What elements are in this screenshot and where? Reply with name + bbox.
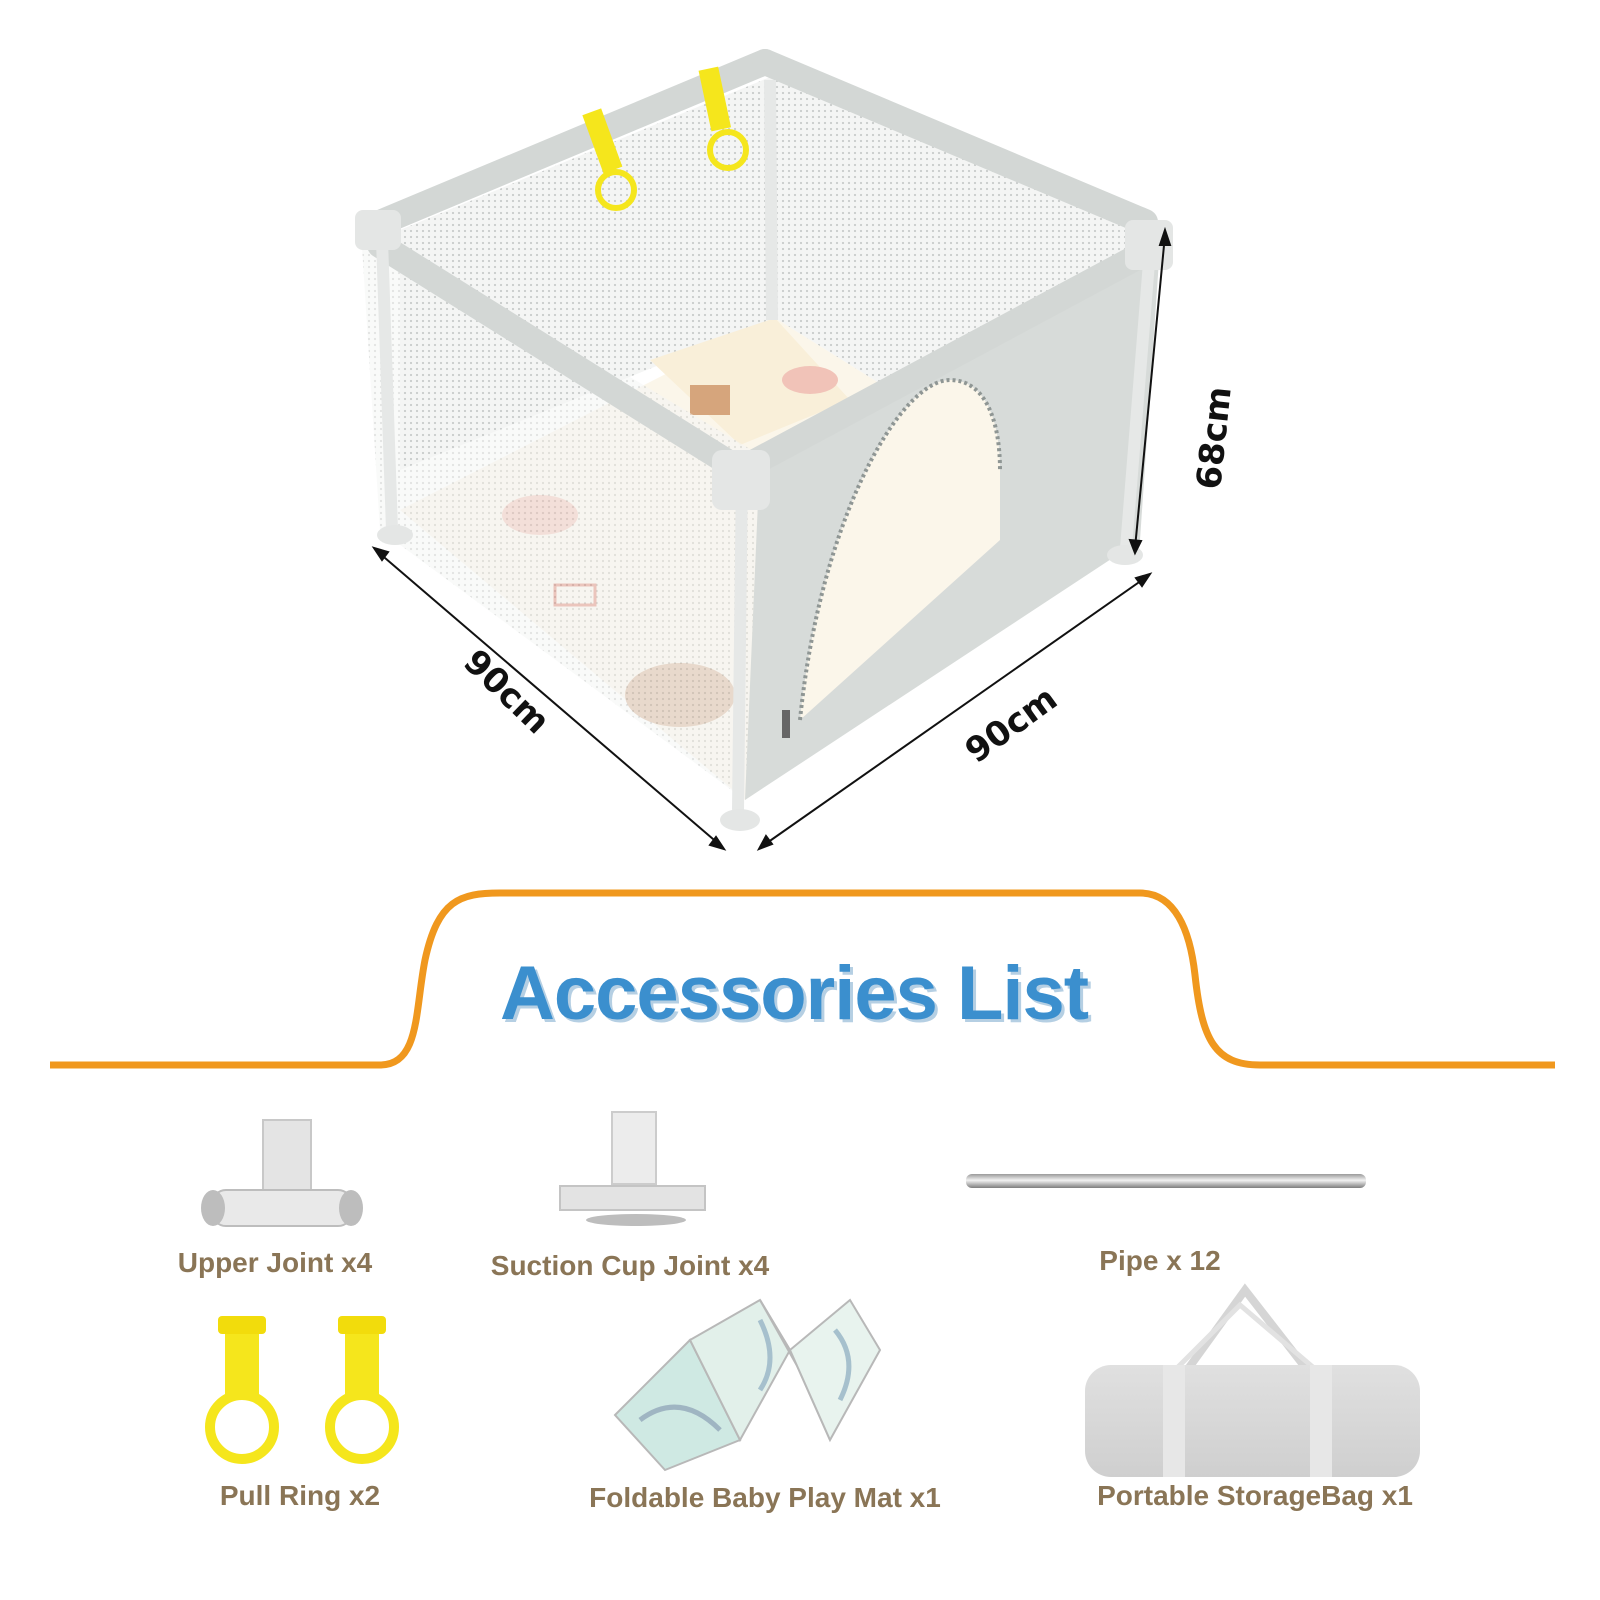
pull-ring-icon [582,66,749,211]
storage-bag-icon [1085,1283,1420,1477]
caption-upper-joint: Upper Joint x4 [177,1247,373,1278]
foldable-mat-icon [613,1298,882,1472]
caption-foldable-mat: Foldable Baby Play Mat x1 [589,1482,941,1513]
dimension-lines [371,226,1172,851]
upper-joint-icon [201,1119,363,1227]
caption-pull-ring: Pull Ring x2 [219,1480,381,1511]
playpen-corner-posts [376,79,1156,811]
pipe-icon [966,1174,1366,1188]
section-title: Accessories List [500,951,1089,1036]
pull-ring-accessory-icon [205,1316,399,1464]
caption-suction-cup-joint: Suction Cup Joint x4 [490,1250,770,1281]
caption-pipe: Pipe x 12 [1099,1245,1221,1276]
suction-cup-joint-icon [559,1111,706,1226]
section-divider [50,889,1555,1069]
playpen-top-rails [362,49,1163,483]
playpen-front-right-wall [745,245,1160,800]
caption-storage-bag: Portable StorageBag x1 [1097,1480,1413,1511]
playpen-front-left-wall [360,215,760,800]
